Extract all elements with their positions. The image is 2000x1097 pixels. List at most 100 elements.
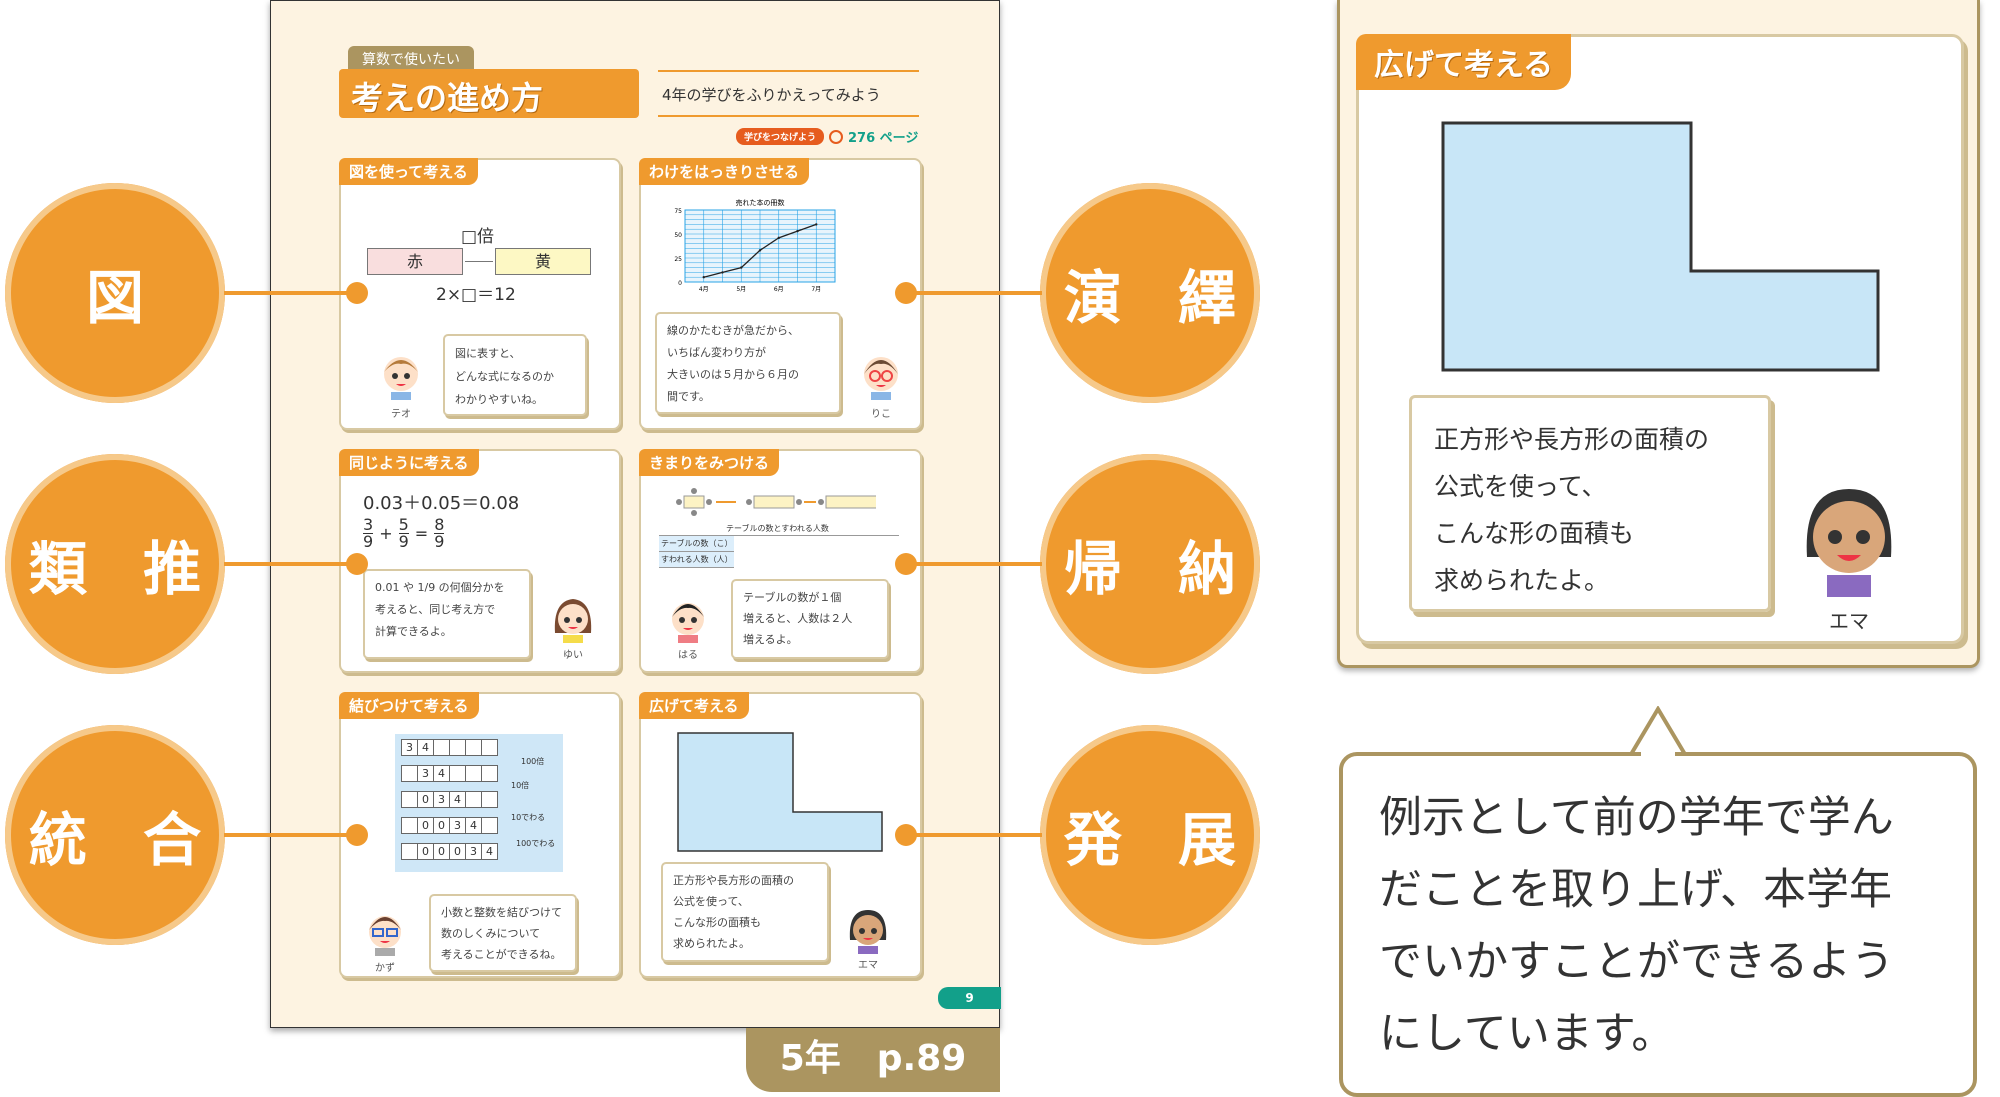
chart-point: [796, 229, 799, 233]
zoom-card-title: 広げて考える: [1356, 34, 1572, 90]
category-label: 図: [85, 264, 162, 332]
yellow-box: 黄: [495, 248, 591, 275]
grid-cell: [481, 791, 498, 808]
link-badge: 学びをつなげよう: [736, 128, 825, 145]
category-label: 統 合: [28, 806, 220, 874]
y-tick-label: 50: [674, 232, 682, 239]
character-name: りこ: [871, 409, 891, 420]
grid-cell: 0: [417, 817, 434, 834]
grid-cell: 4: [465, 817, 482, 834]
link-page: 276 ページ: [848, 131, 919, 146]
arrow-label: 100でわる: [516, 839, 556, 848]
grid-cell: [449, 765, 466, 782]
grid-cell: 4: [433, 765, 450, 782]
grid-cell: [401, 817, 418, 834]
grid-cell: [465, 739, 482, 756]
l-shape-figure: [677, 732, 883, 852]
chart-point: [777, 236, 780, 240]
grid-cell: [465, 765, 482, 782]
card-extension: 広げて考える 正方形や長方形の面積の公式を使って、こんな形の面積も求められたよ。…: [639, 692, 922, 978]
grid-cell: 4: [417, 739, 434, 756]
character-kazu-icon: [369, 916, 401, 956]
speech-bubble: 線のかたむきが急だから、いちばん変わり方が大きいのは５月から６月の間です。: [655, 312, 841, 414]
pattern-table: テーブルの数（こ） すわれる人数（人）: [659, 535, 899, 568]
character-name: テオ: [391, 409, 411, 420]
zoom-panel: 広げて考える 正方形や長方形の面積の公式を使って、こんな形の面積も求められたよ。…: [1337, 0, 1980, 668]
grid-cell: 4: [449, 791, 466, 808]
arrow-label: 10でわる: [511, 813, 546, 822]
connector-line: [224, 833, 357, 837]
character-name: はる: [678, 650, 698, 661]
category-circle-kinou: 帰 納: [1040, 454, 1260, 674]
grid-cell: 4: [481, 843, 498, 860]
page-number: 9: [938, 987, 1001, 1009]
speech-bubble: 図に表すと、どんな式になるのかわかりやすいね。: [443, 334, 587, 416]
card-diagram: 図を使って考える □倍 赤 黄 2×□＝12 図に表すと、どんな式になるのかわか…: [339, 158, 621, 430]
category-circle-eneki: 演 繹: [1040, 183, 1260, 403]
connector-dot: [346, 824, 368, 846]
grid-cell: 3: [433, 791, 450, 808]
grid-cell: 3: [449, 817, 466, 834]
equation: 2×□＝12: [436, 285, 516, 305]
grid-cell: [481, 739, 498, 756]
category-label: 類 推: [28, 535, 220, 603]
chart-point: [721, 271, 724, 274]
grid-cell: [401, 791, 418, 808]
chart-point: [815, 223, 818, 226]
x-tick-label: 6月: [774, 286, 784, 293]
character-name: ゆい: [563, 650, 583, 661]
grid-cell: 0: [417, 791, 434, 808]
callout-pointer: [1630, 706, 1688, 758]
category-circle-hatten: 発 展: [1040, 725, 1260, 945]
character-teo-icon: [384, 357, 418, 400]
table-arrangement-icon: [676, 488, 876, 516]
speech-bubble: 小数と整数を結びつけて数のしくみについて考えることができるね。: [429, 894, 577, 972]
grid-cell: [449, 739, 466, 756]
connector-line: [906, 291, 1042, 295]
connector-dot: [895, 824, 917, 846]
chart-point: [740, 266, 743, 269]
connector-line: [906, 833, 1042, 837]
speech-bubble: テーブルの数が１個増えると、人数は２人増えるよ。: [731, 579, 889, 659]
character-ema-icon: [1806, 489, 1892, 597]
explanation-callout: 例示として前の学年で学んだことを取り上げ、本学年でいかすことができるようにしてい…: [1339, 752, 1977, 1097]
grid-cell: [481, 817, 498, 834]
l-shape-figure-large: [1441, 121, 1880, 372]
connector-line: [224, 562, 357, 566]
arrow-label: 100倍: [521, 757, 545, 766]
character-riko-icon: [864, 357, 898, 400]
character-name: かず: [375, 963, 395, 974]
grid-cell: 0: [433, 843, 450, 860]
character-ema-icon: [849, 910, 887, 954]
x-tick-label: 4月: [699, 286, 709, 293]
speech-bubble: 正方形や長方形の面積の公式を使って、こんな形の面積も求められたよ。: [661, 862, 829, 962]
y-tick-label: 25: [674, 256, 682, 263]
category-label: 帰 納: [1063, 535, 1255, 603]
card-title: 結びつけて考える: [339, 692, 479, 719]
related-link[interactable]: 学びをつなげよう 276 ページ: [736, 127, 918, 146]
grid-cell: 3: [417, 765, 434, 782]
textbook-page: 算数で使いたい 考えの進め方 4年の学びをふりかえってみよう 学びをつなげよう …: [270, 0, 1001, 1028]
grid-cell: 3: [401, 739, 418, 756]
connector-line: [224, 291, 357, 295]
page-tag: 算数で使いたい: [348, 46, 474, 72]
page-title: 考えの進め方: [339, 69, 639, 118]
category-circle-ruisui: 類 推: [5, 454, 225, 674]
character-name: エマ: [1829, 609, 1869, 633]
category-label: 発 展: [1063, 806, 1255, 874]
link-icon: [829, 129, 844, 144]
grid-cell: [465, 791, 482, 808]
grid-cell: 0: [417, 843, 434, 860]
grid-cell: [481, 765, 498, 782]
grid-cell: 0: [433, 817, 450, 834]
y-tick-label: 75: [674, 208, 682, 215]
